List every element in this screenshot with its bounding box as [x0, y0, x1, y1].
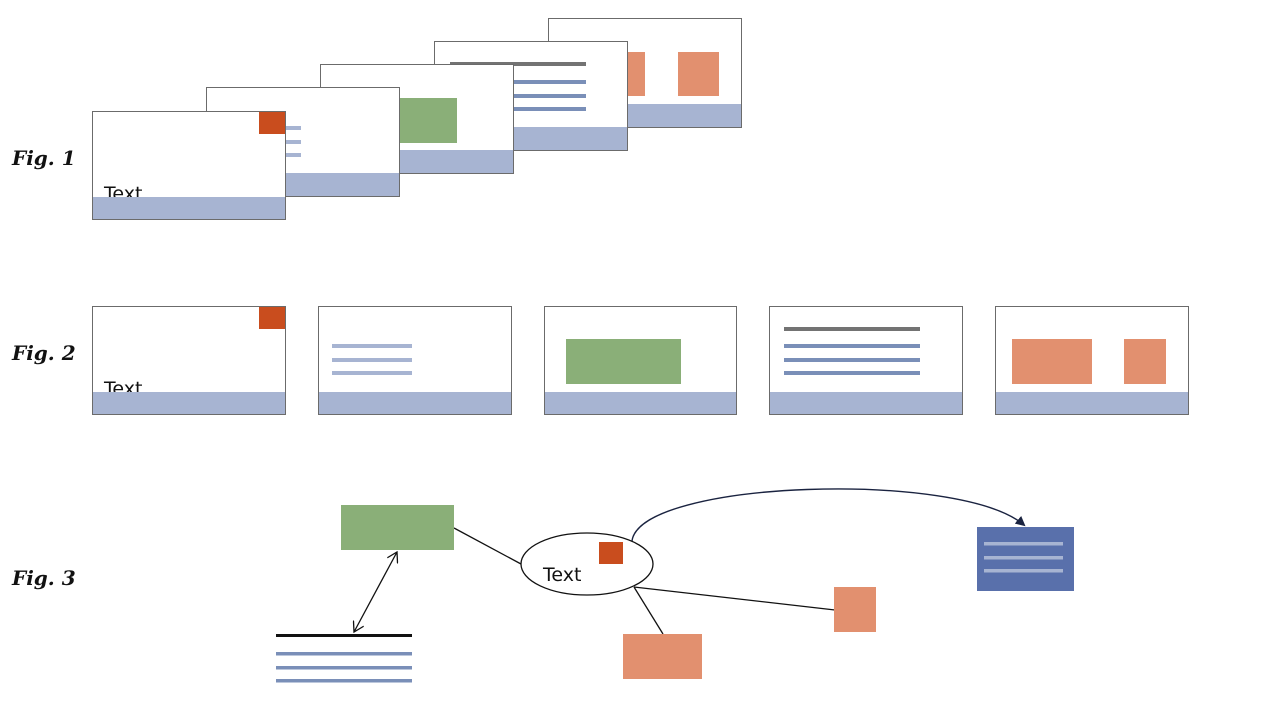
- green-node: [341, 505, 454, 550]
- badge-square: [259, 112, 285, 134]
- salmon-node-small: [834, 587, 876, 632]
- central-node: [520, 532, 654, 596]
- fig3-label: Fig. 3: [12, 566, 76, 590]
- connector-node-to-square: [633, 586, 836, 611]
- card-footer: [545, 392, 736, 414]
- blue-list-node: [977, 527, 1074, 591]
- fig2-card-3: [544, 306, 737, 415]
- text-line: [332, 371, 412, 375]
- card-footer: [319, 392, 511, 414]
- badge-square: [599, 542, 623, 564]
- text-line: [276, 666, 412, 670]
- fig2-card-2: [318, 306, 512, 415]
- salmon-block-small: [678, 52, 719, 96]
- central-node-text: Text: [542, 564, 581, 586]
- connector-green-to-node: [453, 527, 522, 565]
- salmon-block-large: [1012, 339, 1092, 384]
- text-line: [984, 556, 1063, 560]
- fig1-label: Fig. 1: [12, 146, 76, 170]
- fig2-label: Fig. 2: [12, 341, 76, 365]
- list-node: [276, 634, 412, 683]
- fig2-card-1: Text: [92, 306, 286, 415]
- text-line: [984, 542, 1063, 546]
- curved-arrow-connector: [631, 488, 1026, 542]
- heading-line: [276, 634, 412, 637]
- badge-square: [259, 307, 285, 329]
- text-line: [450, 80, 586, 84]
- text-line: [984, 569, 1063, 573]
- card-footer: [93, 197, 285, 219]
- card-footer: [996, 392, 1188, 414]
- green-block: [566, 339, 681, 384]
- salmon-block-small: [1124, 339, 1166, 384]
- salmon-node-large: [623, 634, 702, 679]
- text-line: [784, 371, 920, 375]
- text-line: [784, 358, 920, 362]
- fig1-card-1: Text: [92, 111, 286, 220]
- card-footer: [93, 392, 285, 414]
- fig2-card-5: [995, 306, 1189, 415]
- text-line: [450, 107, 586, 111]
- card-footer: [770, 392, 962, 414]
- heading-line: [784, 327, 920, 331]
- text-line: [450, 94, 586, 98]
- text-line: [332, 344, 412, 348]
- text-line: [276, 679, 412, 683]
- heading-line: [450, 62, 586, 66]
- text-line: [332, 358, 412, 362]
- double-arrow-connector: [354, 552, 397, 632]
- connector-node-to-salmon: [633, 586, 664, 635]
- text-line: [276, 652, 412, 656]
- text-line: [784, 344, 920, 348]
- fig2-card-4: [769, 306, 963, 415]
